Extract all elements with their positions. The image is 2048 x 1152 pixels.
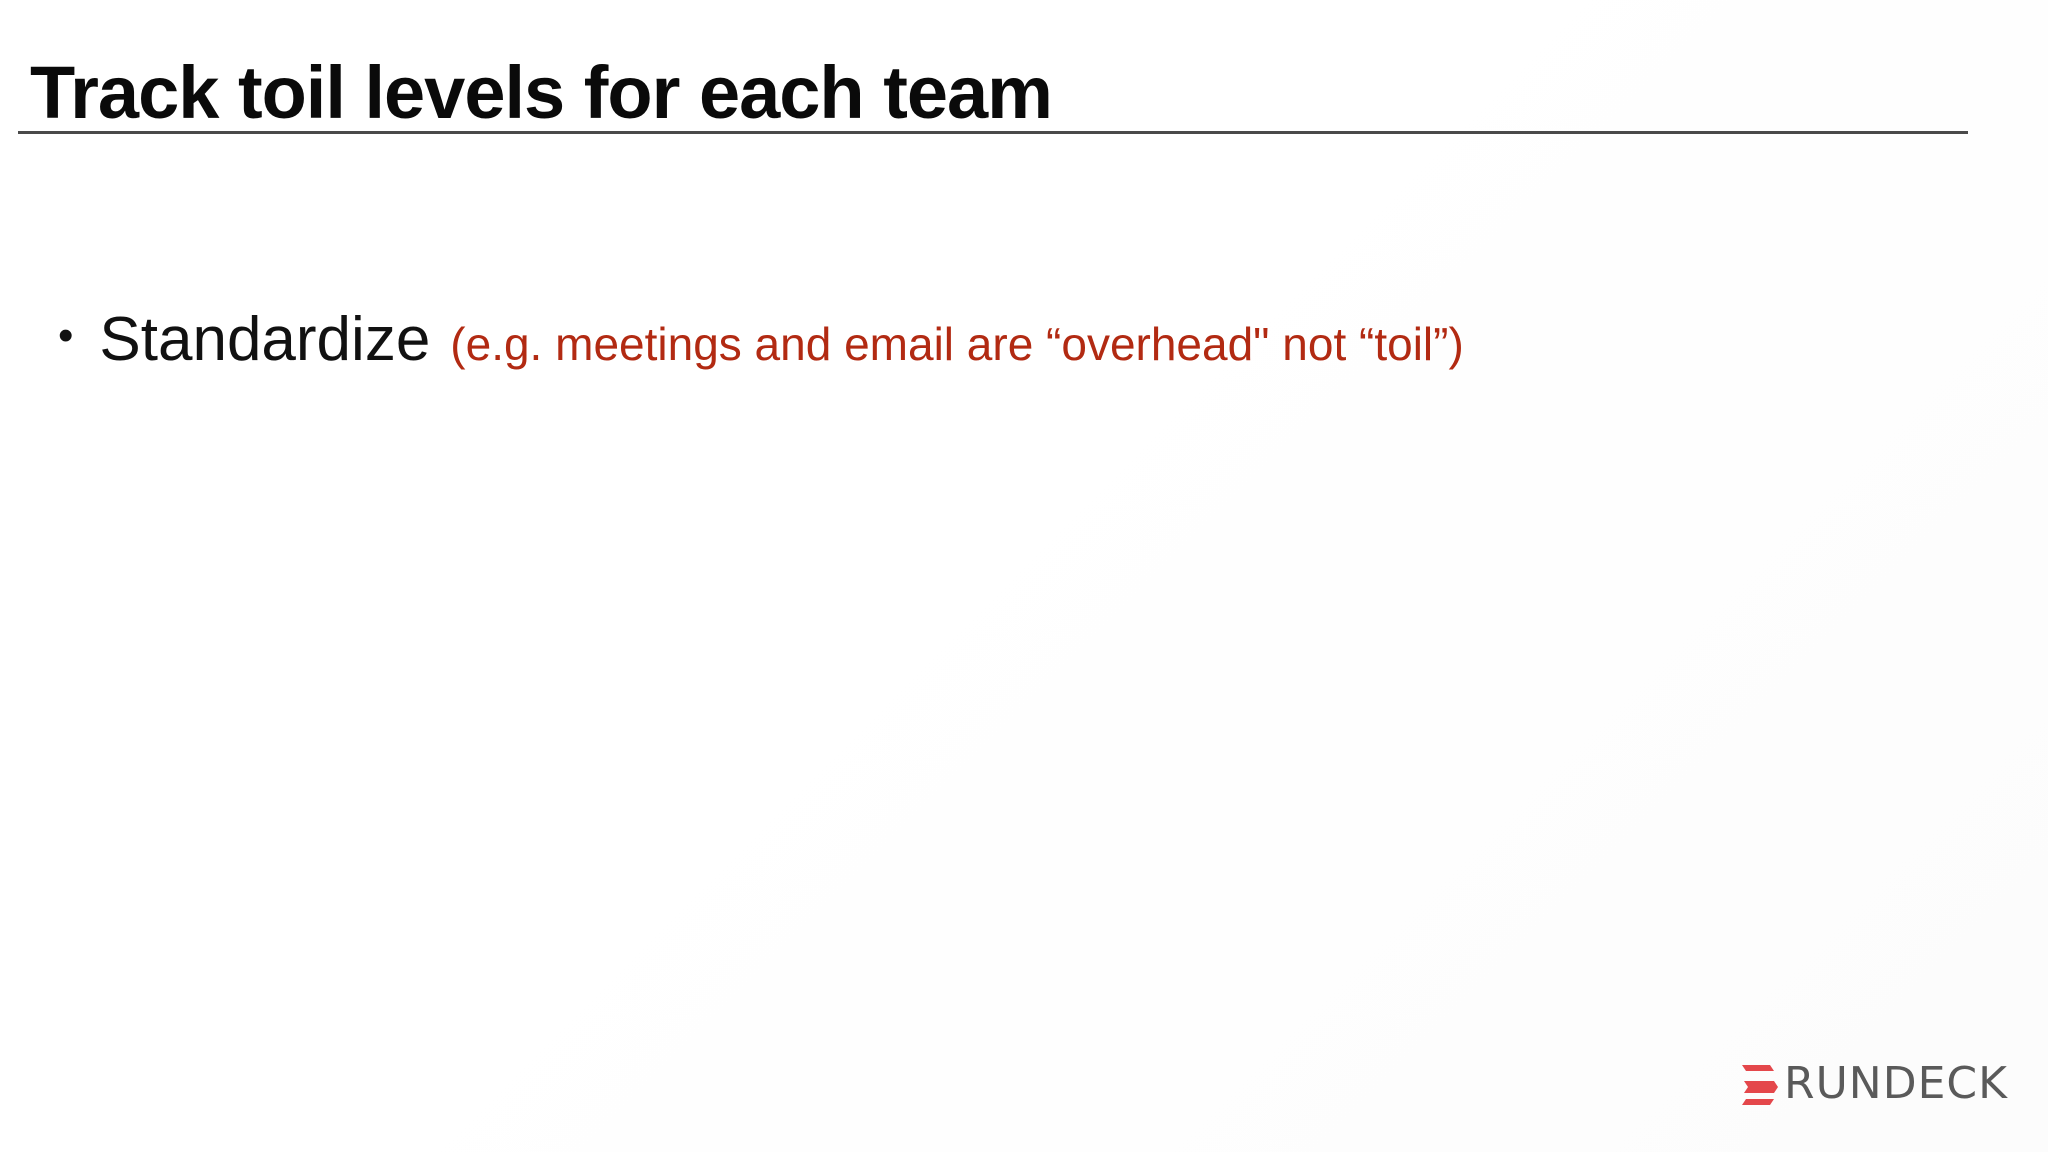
rundeck-logo: RUNDECK	[1740, 1062, 2008, 1106]
bullet-text: Standardize	[99, 305, 431, 374]
logo-wordmark: RUNDECK	[1784, 1058, 2008, 1109]
bullet-item: • Standardize (e.g. meetings and email a…	[58, 304, 1464, 375]
bullet-note: (e.g. meetings and email are “overhead" …	[450, 318, 1464, 370]
slide-title: Track toil levels for each team	[30, 51, 1053, 134]
rundeck-e-mark-icon	[1742, 1065, 1778, 1105]
title-divider	[18, 131, 1968, 134]
bullet-marker: •	[58, 311, 74, 360]
